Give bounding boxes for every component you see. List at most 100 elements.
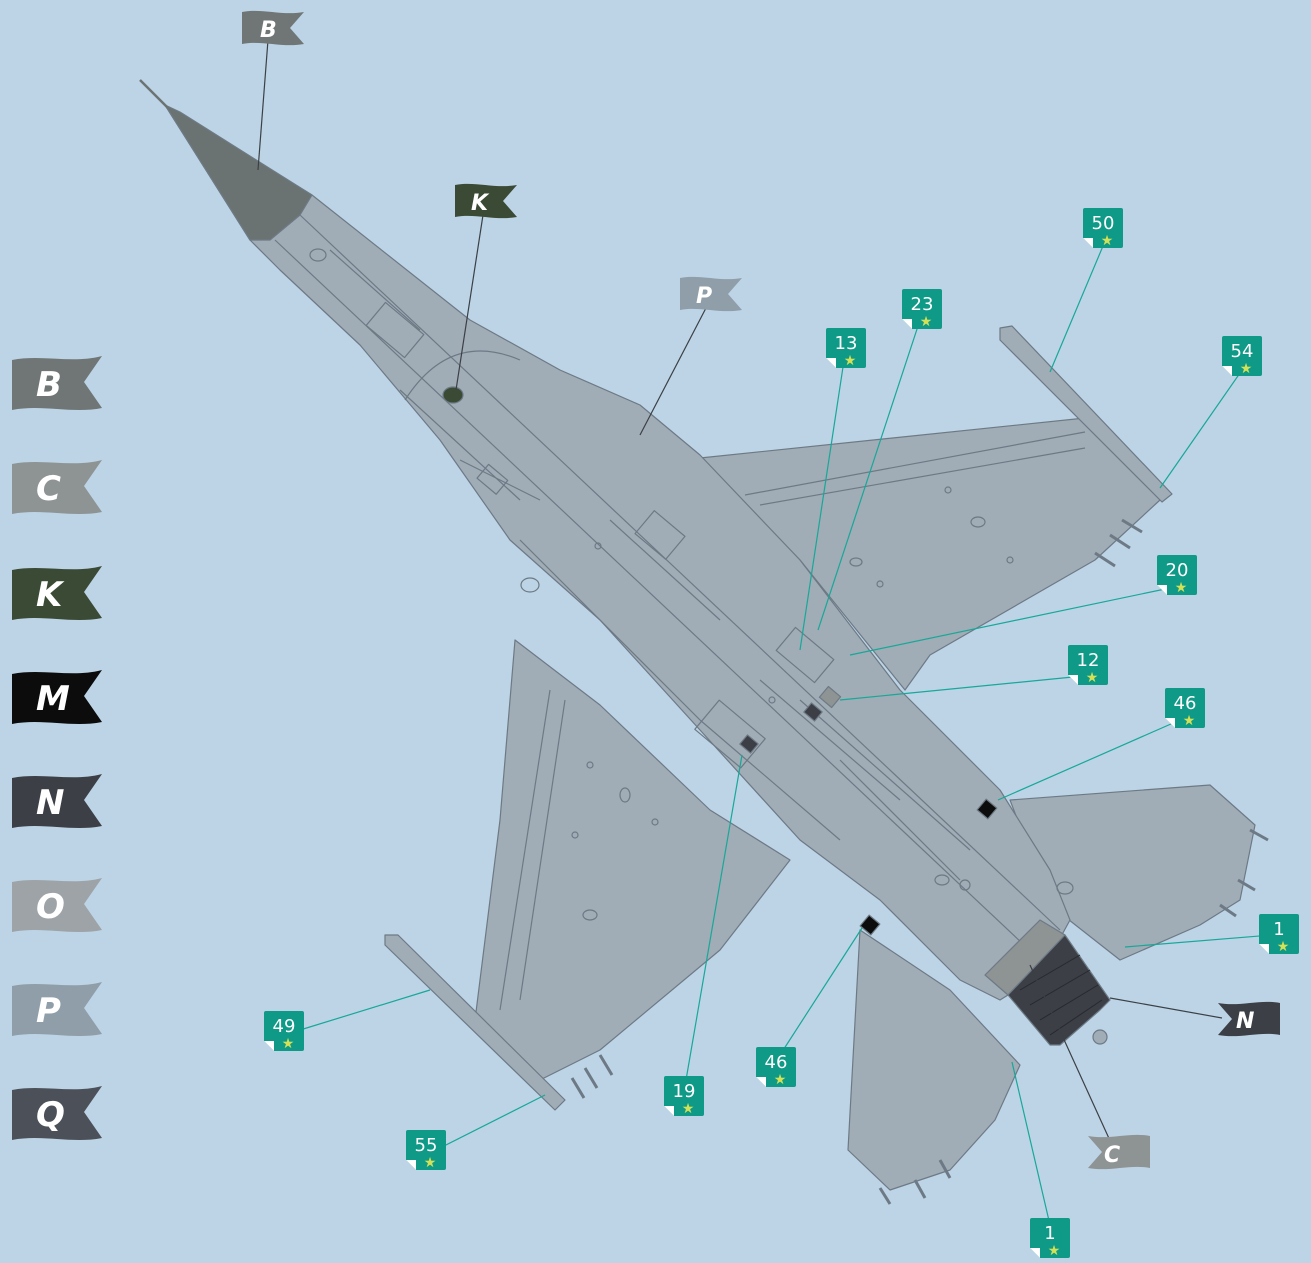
leader-46a — [997, 719, 1181, 801]
decal-badge-fold — [1157, 585, 1167, 595]
decal-number: 12 — [1077, 650, 1100, 671]
decal-badge-fold — [756, 1077, 766, 1087]
star-icon: ★ — [1277, 939, 1290, 955]
leader-23 — [817, 325, 919, 631]
legend-flag-b: B — [12, 356, 102, 410]
flag-letter: B — [260, 18, 277, 43]
decal-number: 46 — [765, 1052, 788, 1073]
decal-badge-fold — [1030, 1248, 1040, 1258]
decal-badge-fold — [1222, 366, 1232, 376]
leader-12 — [839, 675, 1084, 701]
leader-20 — [849, 587, 1171, 656]
decal-badge-50: 50★ — [1083, 208, 1123, 249]
paint-callout-k: K — [455, 183, 517, 219]
legend-flag-shape — [12, 774, 102, 828]
decal-badge-fold — [406, 1160, 416, 1170]
legend-flag-p: P — [12, 982, 102, 1036]
star-icon: ★ — [1101, 233, 1114, 249]
intake-lip — [404, 350, 521, 401]
flag-shape — [1088, 1134, 1150, 1170]
decal-badge-fold — [664, 1106, 674, 1116]
decal-badge-fold — [902, 319, 912, 329]
decal-badge-12: 12★ — [1068, 645, 1108, 686]
decal-badge-23: 23★ — [902, 289, 942, 330]
paint-callout-c — [1088, 1134, 1150, 1170]
decal-number: 20 — [1166, 560, 1189, 581]
legend-flag-shape — [12, 566, 102, 620]
vent-black-1 — [976, 798, 998, 820]
decal-number: 19 — [673, 1081, 696, 1102]
legend-flag-k: K — [12, 566, 102, 620]
star-icon: ★ — [774, 1072, 787, 1088]
legend-flag-c: C — [12, 460, 102, 514]
leader-lines — [257, 39, 1273, 1226]
decal-number: 13 — [835, 333, 858, 354]
paint-callout-n — [1218, 1001, 1280, 1037]
decal-badge-1: 1★ — [1259, 914, 1299, 955]
vent-gray — [818, 685, 842, 709]
fuselage-panel-lines — [274, 214, 1074, 961]
legend-flag-m: M — [12, 670, 102, 724]
decal-badge-13: 13★ — [826, 328, 866, 369]
leader-c — [1029, 964, 1113, 1146]
nozzle-petals — [1019, 954, 1103, 1036]
left-wingtip-rail — [384, 934, 566, 1111]
radome — [164, 104, 313, 241]
decal-badge-fold — [1083, 238, 1093, 248]
decal-badge-54: 54★ — [1222, 336, 1262, 377]
star-icon: ★ — [682, 1101, 695, 1117]
legend-flag-shape — [12, 982, 102, 1036]
decal-badge-55: 55★ — [406, 1130, 446, 1171]
decal-number: 1 — [1044, 1223, 1055, 1244]
decal-number: 23 — [911, 294, 934, 315]
vent-dark-2 — [803, 702, 823, 722]
decal-badge-49: 49★ — [264, 1011, 304, 1052]
flag-shape — [455, 183, 517, 219]
flag-shape — [242, 10, 304, 46]
leader-1a — [1124, 934, 1273, 948]
flag-letter: K — [471, 191, 490, 216]
decal-badge-46: 46★ — [1165, 688, 1205, 729]
decal-number: 49 — [273, 1016, 296, 1037]
legend-flag-letter: Q — [36, 1095, 65, 1135]
paint-callout-p: P — [680, 276, 742, 312]
tailcone-tip — [1092, 1029, 1108, 1045]
leader-b — [257, 39, 269, 171]
flag-shape — [1218, 1001, 1280, 1037]
legend-flag-letter: K — [36, 575, 65, 615]
leader-n — [1109, 997, 1223, 1019]
leader-54 — [1159, 372, 1241, 489]
decal-badge-20: 20★ — [1157, 555, 1197, 596]
legend-flag-shape — [12, 670, 102, 724]
paint-callout-n-letter: N — [1236, 1009, 1254, 1034]
flag-letter: P — [696, 284, 712, 309]
leader-49 — [299, 989, 431, 1031]
decal-badge-fold — [1259, 944, 1269, 954]
leader-1b — [1011, 1061, 1051, 1226]
decal-number: 46 — [1174, 693, 1197, 714]
legend-flag-letter: M — [36, 679, 70, 719]
decal-number: 1 — [1273, 919, 1284, 940]
vent-dark-1 — [739, 734, 759, 754]
leader-50 — [1049, 245, 1104, 373]
leader-19 — [685, 754, 743, 1081]
star-icon: ★ — [1175, 580, 1188, 596]
star-icon: ★ — [1183, 713, 1196, 729]
vent-black-2 — [859, 914, 881, 936]
left-wing-pylons — [570, 1054, 614, 1099]
legend-flag-shape — [12, 878, 102, 932]
right-wing-pylons — [1094, 518, 1143, 568]
leader-55 — [439, 1094, 546, 1149]
decal-badge-fold — [264, 1041, 274, 1051]
star-icon: ★ — [844, 353, 857, 369]
star-icon: ★ — [282, 1036, 295, 1052]
right-stab-pylons — [1219, 828, 1269, 918]
legend-flag-letter: B — [36, 365, 62, 405]
star-icon: ★ — [920, 314, 933, 330]
decal-badge-46: 46★ — [756, 1047, 796, 1088]
ventral-antenna-dark — [442, 386, 464, 404]
legend-flag-n: N — [12, 774, 102, 828]
legend-flag-q: Q — [12, 1086, 102, 1140]
